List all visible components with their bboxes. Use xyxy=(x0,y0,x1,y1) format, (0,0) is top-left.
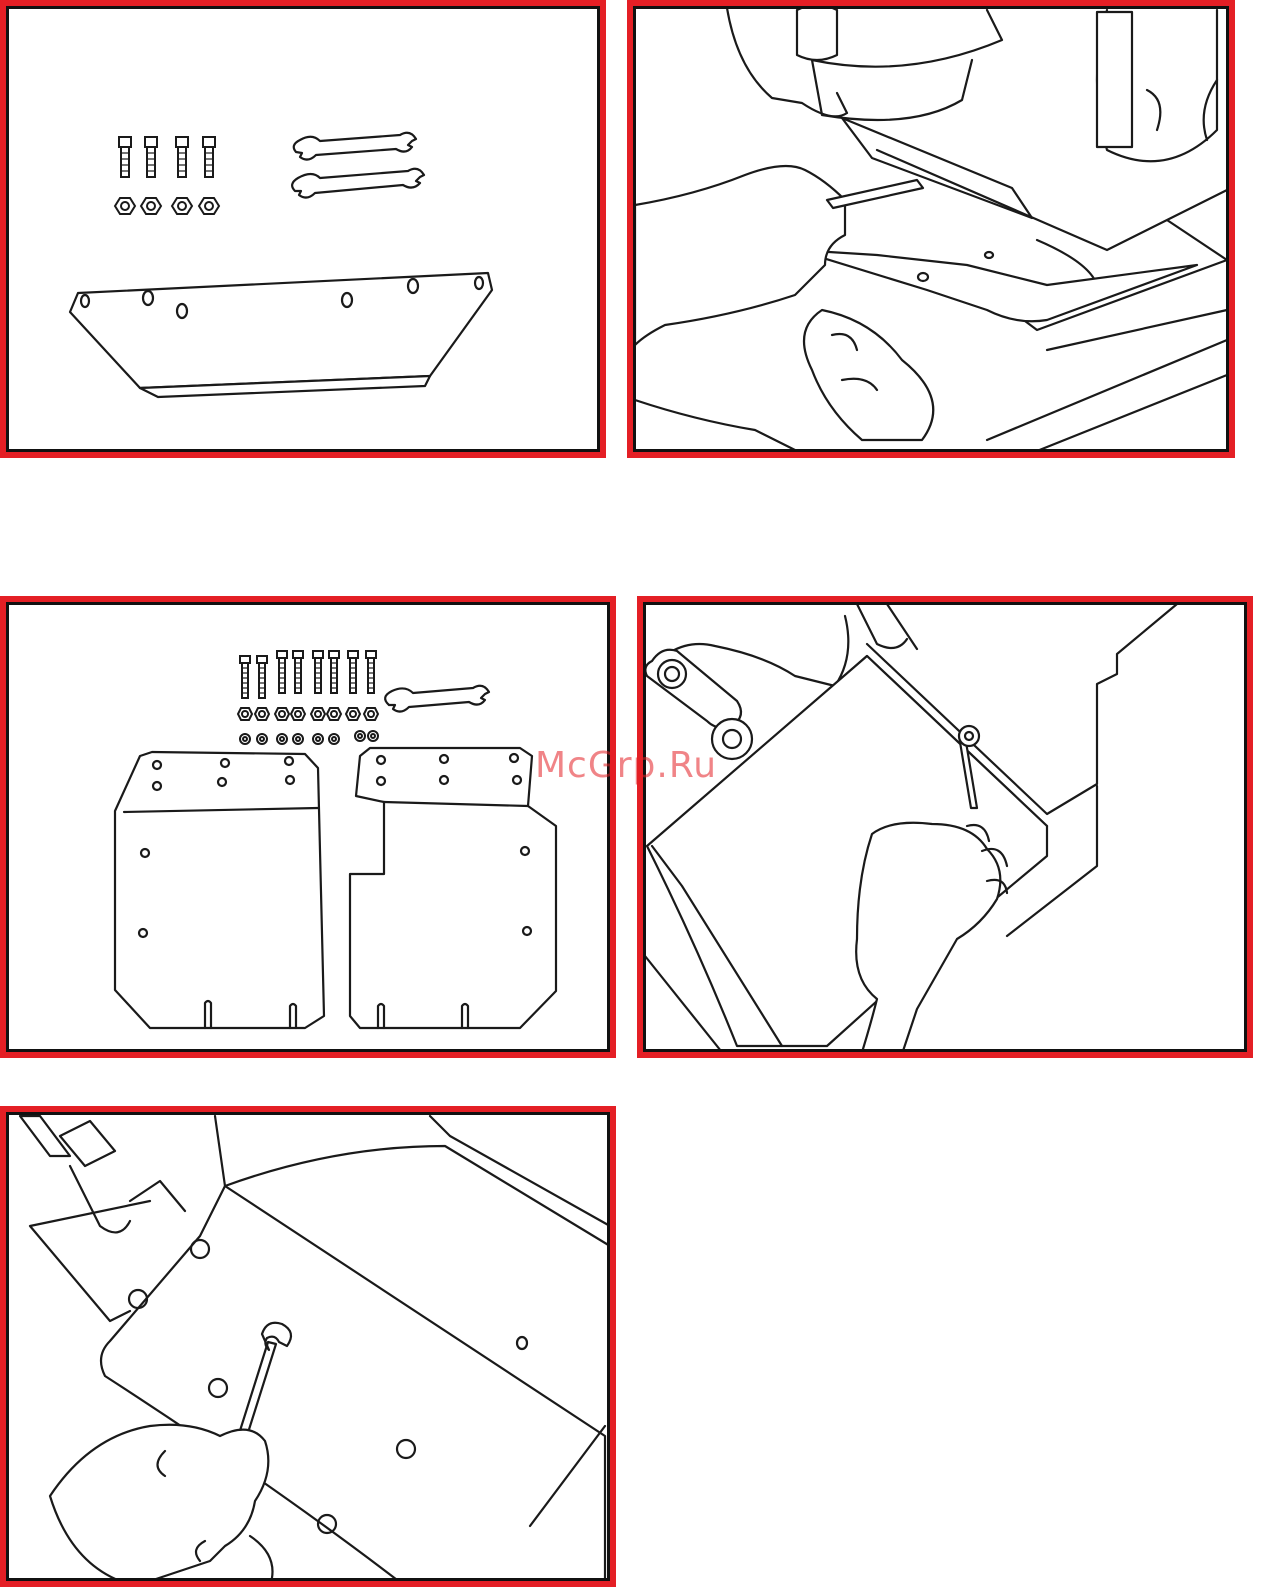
nut-icon xyxy=(115,198,135,214)
washer-icon xyxy=(257,734,267,744)
watermark-text: McGrp.Ru xyxy=(535,745,717,786)
parts-kit-2-drawing xyxy=(0,596,616,1058)
nut-icon xyxy=(255,708,269,720)
washer-icon xyxy=(313,734,323,744)
washer-icon xyxy=(329,734,339,744)
bolt-icon xyxy=(277,651,287,693)
bolts-group xyxy=(240,651,376,698)
install-step-3-drawing xyxy=(0,1106,616,1587)
nut-icon xyxy=(291,708,305,720)
wrench-icon xyxy=(292,169,424,198)
washer-icon xyxy=(240,734,250,744)
nut-icon xyxy=(141,198,161,214)
nut-icon xyxy=(311,708,325,720)
bolt-icon xyxy=(329,651,339,693)
bolt-icon xyxy=(257,656,267,698)
parts-kit-1-drawing xyxy=(0,0,606,458)
bolt-icon xyxy=(313,651,323,693)
panel-install-step-3 xyxy=(0,1106,616,1587)
bolt-icon xyxy=(145,137,157,177)
nut-icon xyxy=(364,708,378,720)
bolt-icon xyxy=(203,137,215,177)
nut-icon xyxy=(327,708,341,720)
nut-icon xyxy=(238,708,252,720)
cover-plate-right xyxy=(350,748,556,1028)
bolt-icon xyxy=(348,651,358,693)
panel-parts-kit-1 xyxy=(0,0,606,458)
washer-icon xyxy=(293,734,303,744)
panel-install-step-1 xyxy=(627,0,1235,458)
washer-icon xyxy=(368,731,378,741)
install-step-2-drawing xyxy=(637,596,1253,1058)
nut-icon xyxy=(275,708,289,720)
nut-icon xyxy=(199,198,219,214)
bolt-icon xyxy=(119,137,131,177)
mounting-plate xyxy=(70,273,492,397)
panel-parts-kit-2 xyxy=(0,596,616,1058)
bolt-icon xyxy=(240,656,250,698)
washers-group xyxy=(240,731,378,744)
nut-icon xyxy=(172,198,192,214)
washer-icon xyxy=(277,734,287,744)
wrench-icon xyxy=(385,686,489,712)
install-step-1-drawing xyxy=(627,0,1235,458)
bolt-icon xyxy=(293,651,303,693)
bolts-group xyxy=(119,137,215,177)
wrench-icon xyxy=(294,133,416,160)
cover-plate-left xyxy=(115,752,324,1028)
nuts-group xyxy=(238,708,378,720)
bolt-icon xyxy=(176,137,188,177)
nut-icon xyxy=(346,708,360,720)
panel-install-step-2 xyxy=(637,596,1253,1058)
washer-icon xyxy=(355,731,365,741)
nuts-group xyxy=(115,198,219,214)
bolt-icon xyxy=(366,651,376,693)
